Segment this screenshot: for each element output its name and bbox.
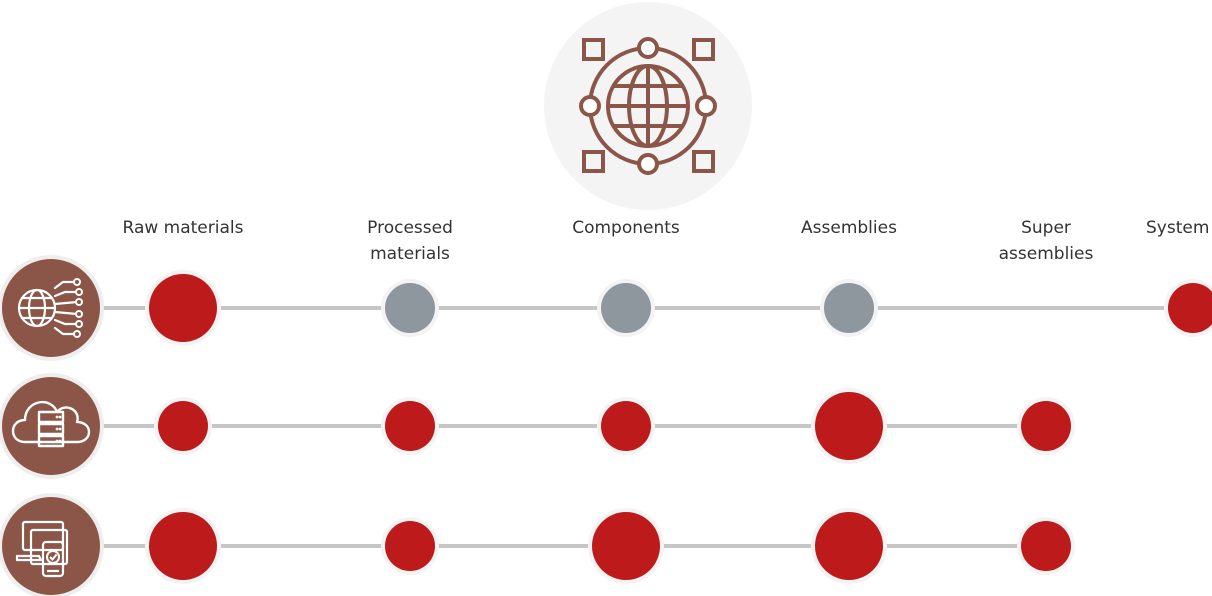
stage-label-line: assemblies [999, 244, 1094, 264]
stage-label-line: Processed [367, 218, 453, 238]
stage-label-line: Raw materials [123, 218, 244, 238]
node-super-assemblies [1017, 397, 1075, 455]
node-dot [824, 283, 874, 333]
node-processed-materials [381, 279, 439, 337]
stage-label-processed-materials: Processed materials [367, 218, 453, 264]
global-network-icon [544, 2, 752, 210]
row-2 [0, 373, 1075, 479]
stage-label-line: System [1146, 218, 1209, 238]
node-assemblies [811, 508, 887, 584]
node-dot [149, 274, 217, 342]
node-dot [1021, 521, 1071, 571]
node-processed-materials [381, 517, 439, 575]
node-assemblies [811, 388, 887, 464]
node-dot [1168, 283, 1212, 333]
stage-label-line: Super [1021, 218, 1071, 238]
row-3 [0, 493, 1075, 596]
node-assemblies [820, 279, 878, 337]
stage-label-system: System [1146, 218, 1209, 238]
node-components [597, 279, 655, 337]
node-raw-materials [145, 508, 221, 584]
node-dot [385, 521, 435, 571]
stage-label-components: Components [572, 218, 680, 238]
node-dot [385, 283, 435, 333]
stage-label-line: Components [572, 218, 680, 238]
node-components [588, 508, 664, 584]
stage-label-super-assemblies: Super assemblies [999, 218, 1094, 264]
node-dot [592, 512, 660, 580]
node-dot [158, 401, 208, 451]
capability-rows [0, 255, 1212, 596]
stage-label-assemblies: Assemblies [801, 218, 897, 238]
node-dot [149, 512, 217, 580]
stage-label-line: Assemblies [801, 218, 897, 238]
stage-label-line: materials [370, 244, 450, 264]
cloud-server-icon [0, 373, 104, 479]
node-raw-materials [145, 270, 221, 346]
node-components [597, 397, 655, 455]
devices-secure-icon [0, 493, 104, 596]
stage-labels: Raw materials Processed materials Component… [123, 218, 1210, 264]
node-dot [1021, 401, 1071, 451]
node-dot [815, 512, 883, 580]
stage-label-raw-materials: Raw materials [123, 218, 244, 238]
node-dot [601, 283, 651, 333]
node-system [1164, 279, 1212, 337]
node-super-assemblies [1017, 517, 1075, 575]
row-1 [0, 255, 1212, 361]
circuit-globe-icon [0, 255, 104, 361]
node-dot [601, 401, 651, 451]
node-raw-materials [154, 397, 212, 455]
node-dot [385, 401, 435, 451]
node-processed-materials [381, 397, 439, 455]
node-dot [815, 392, 883, 460]
